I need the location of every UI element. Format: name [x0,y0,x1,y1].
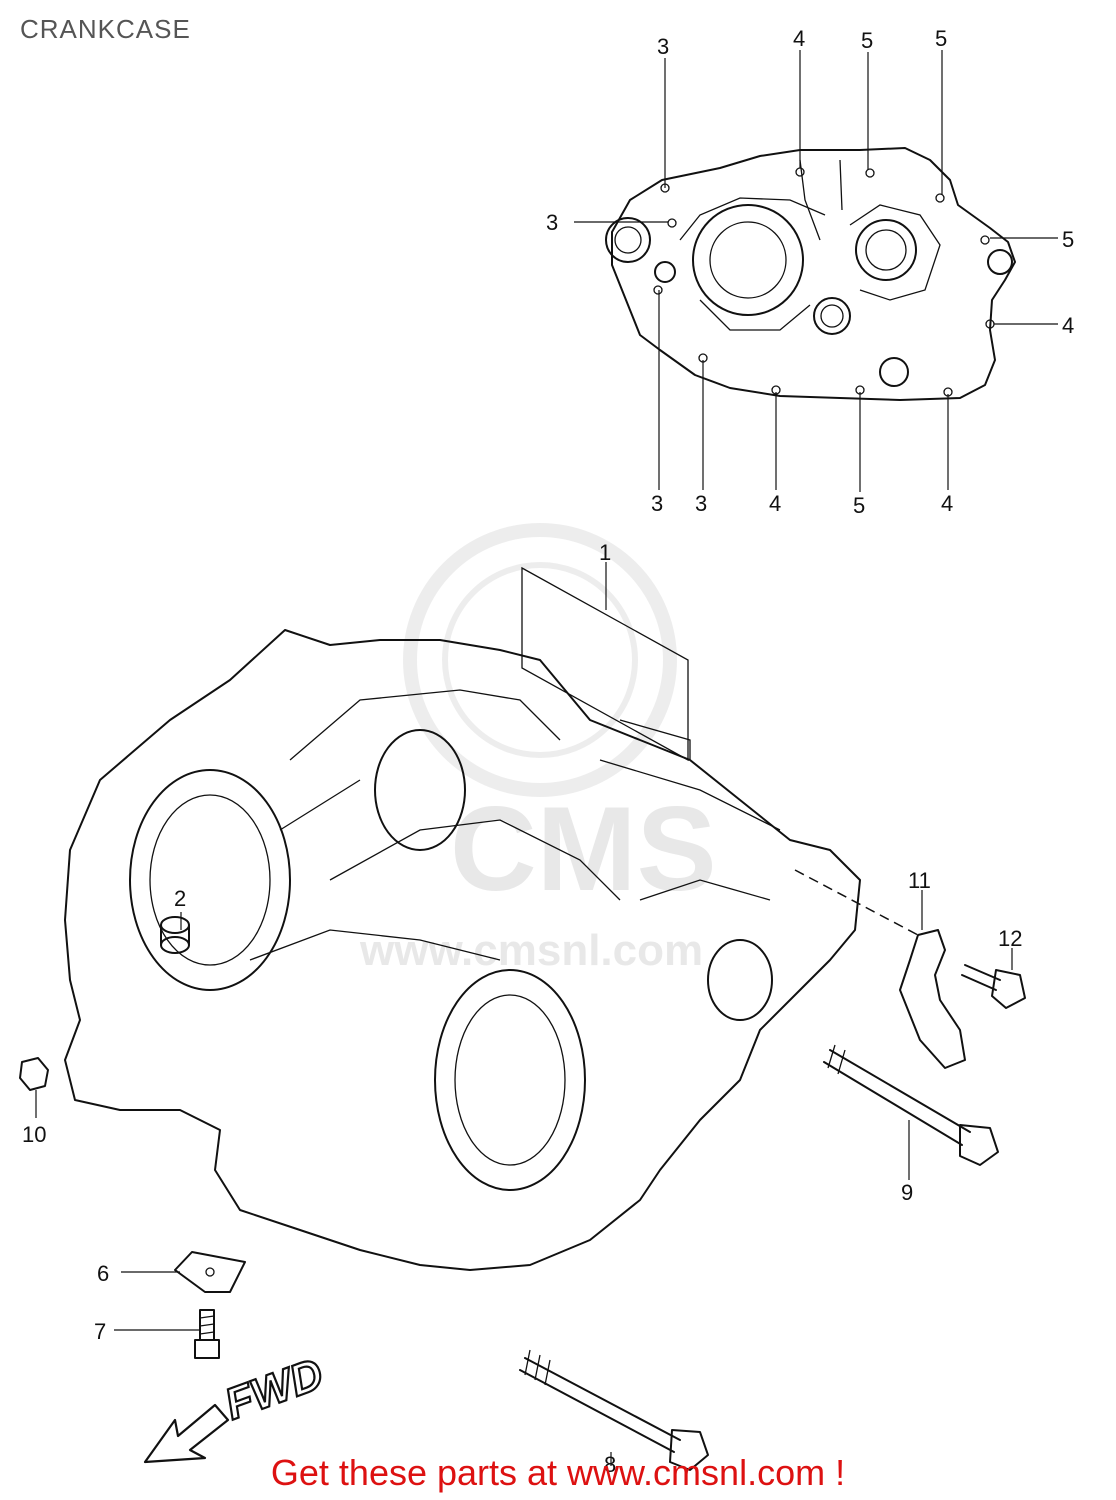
callout-labels: 3 4 5 5 3 5 4 3 3 4 5 4 1 2 6 7 8 9 10 1… [22,26,1074,1477]
callout-3: 3 [657,34,669,59]
callout-9: 9 [901,1180,913,1205]
footer-link-text[interactable]: Get these parts at www.cmsnl.com ! [270,1452,846,1493]
leader-lines [35,50,1058,1466]
part-12-bolt[interactable] [961,964,1026,1009]
callout-3: 3 [651,491,663,516]
part-6-plate[interactable] [174,1251,246,1293]
callout-5: 5 [1062,227,1074,252]
callout-1: 1 [599,540,611,565]
callout-5: 5 [935,26,947,51]
callout-11: 11 [908,868,931,893]
callout-12: 12 [998,926,1022,951]
callout-4: 4 [769,491,781,516]
fwd-label: FWD [219,1349,330,1429]
watermark: CMS www.cmsnl.com [359,523,717,975]
callout-7: 7 [94,1319,106,1344]
callout-3: 3 [695,491,707,516]
bolt-hole-markers [653,167,995,397]
part-2-dowel[interactable] [160,916,190,954]
callout-4: 4 [1062,313,1074,338]
part-11-bracket[interactable] [899,929,966,1069]
callout-5: 5 [853,493,865,518]
callout-4: 4 [793,26,805,51]
part-1-label-plate [521,566,689,762]
diagram-title: CRANKCASE [20,14,191,44]
part-8-long-bolt[interactable] [519,1349,709,1471]
callout-6: 6 [97,1261,109,1286]
assembly-dashed-line [794,869,919,936]
forward-direction-arrow: FWD [143,1348,331,1464]
callout-2: 2 [174,886,186,911]
callout-8: 8 [604,1452,616,1477]
crankcase-bolt-layout[interactable] [605,147,1016,401]
callout-10: 10 [22,1122,46,1147]
watermark-brand: CMS [450,782,717,916]
watermark-url: www.cmsnl.com [359,926,703,975]
part-7-small-bolt[interactable] [194,1309,220,1359]
part-9-long-bolt[interactable] [823,1044,999,1166]
crankcase-assembly[interactable] [64,629,861,1271]
callout-5: 5 [861,28,873,53]
callout-4: 4 [941,491,953,516]
callout-3: 3 [546,210,558,235]
part-10-nut[interactable] [19,1057,49,1091]
